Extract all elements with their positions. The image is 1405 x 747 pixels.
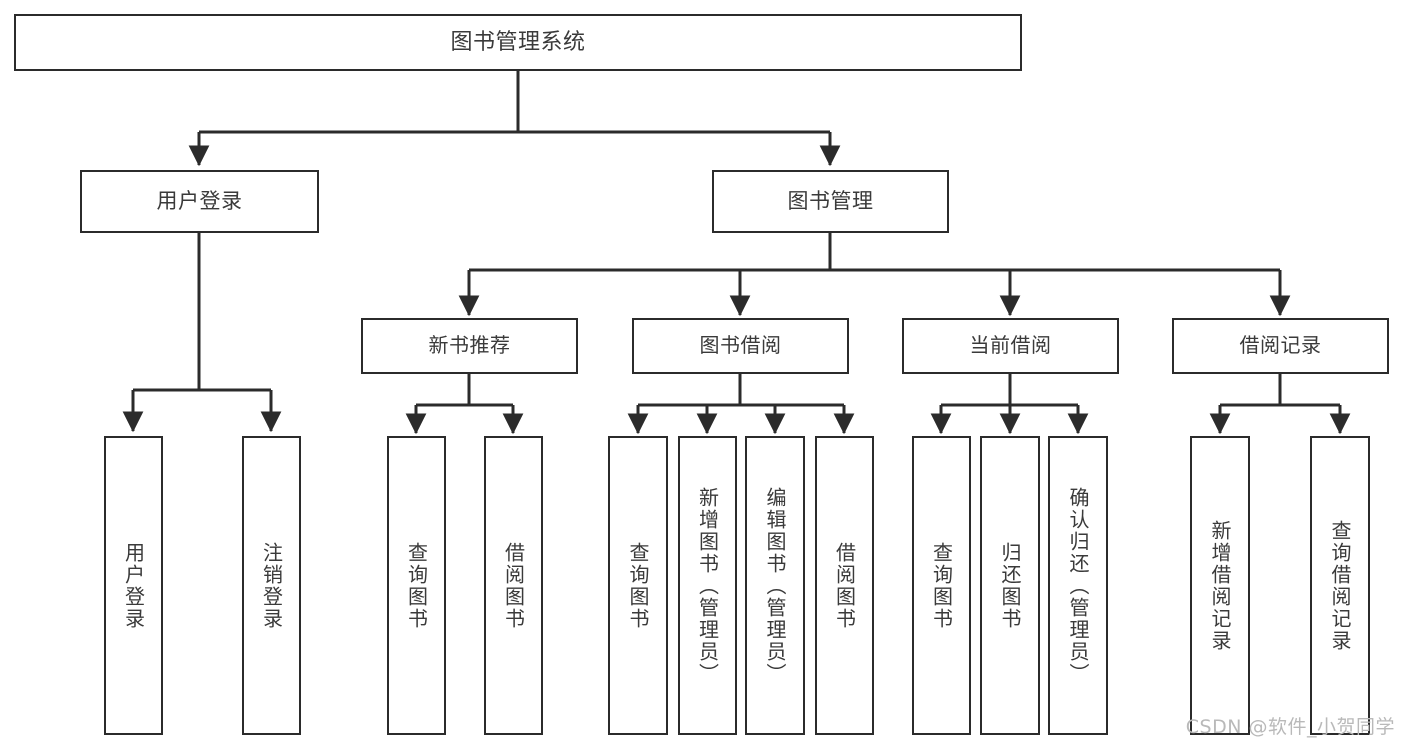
node-borrow-record-label: 借阅记录 (1239, 333, 1322, 358)
node-leaf-confirm-return-admin-label: 确认归还（管理员） (1066, 486, 1090, 685)
node-current-borrow-label: 当前借阅 (969, 333, 1052, 358)
node-leaf-borrow-book-recommend-label: 借阅图书 (501, 541, 526, 630)
node-book-management[interactable]: 图书管理 (712, 170, 949, 233)
node-root-system-label: 图书管理系统 (450, 29, 586, 55)
node-leaf-user-login-label: 用户登录 (121, 541, 146, 630)
node-user-login-label: 用户登录 (156, 189, 243, 214)
node-new-book-recommend[interactable]: 新书推荐 (361, 318, 578, 374)
node-leaf-query-book-borrow[interactable]: 查询图书 (608, 436, 668, 735)
node-leaf-query-book-recommend[interactable]: 查询图书 (387, 436, 446, 735)
node-new-book-recommend-label: 新书推荐 (428, 333, 511, 358)
node-leaf-add-book-admin[interactable]: 新增图书（管理员） (678, 436, 737, 735)
node-current-borrow[interactable]: 当前借阅 (902, 318, 1119, 374)
node-leaf-return-book-label: 归还图书 (998, 541, 1022, 630)
csdn-watermark: CSDN @软件_小贺同学 (1185, 716, 1395, 738)
node-leaf-query-book-borrow-label: 查询图书 (626, 541, 650, 630)
node-leaf-query-book-recommend-label: 查询图书 (404, 541, 429, 630)
node-leaf-query-book-current-label: 查询图书 (929, 541, 954, 630)
node-book-borrow-label: 图书借阅 (699, 333, 782, 358)
node-leaf-confirm-return-admin[interactable]: 确认归还（管理员） (1048, 436, 1108, 735)
node-leaf-borrow-book-recommend[interactable]: 借阅图书 (484, 436, 543, 735)
node-leaf-query-borrow-record[interactable]: 查询借阅记录 (1310, 436, 1370, 735)
node-leaf-edit-book-admin-label: 编辑图书（管理员） (763, 486, 787, 685)
node-leaf-add-borrow-record-label: 新增借阅记录 (1208, 519, 1232, 652)
node-root-system[interactable]: 图书管理系统 (14, 14, 1022, 71)
node-book-borrow[interactable]: 图书借阅 (632, 318, 849, 374)
node-leaf-add-borrow-record[interactable]: 新增借阅记录 (1190, 436, 1250, 735)
node-leaf-borrow-book[interactable]: 借阅图书 (815, 436, 874, 735)
node-leaf-return-book[interactable]: 归还图书 (980, 436, 1040, 735)
node-borrow-record[interactable]: 借阅记录 (1172, 318, 1389, 374)
node-leaf-user-login[interactable]: 用户登录 (104, 436, 163, 735)
node-leaf-add-book-admin-label: 新增图书（管理员） (695, 486, 720, 685)
node-leaf-query-borrow-record-label: 查询借阅记录 (1328, 519, 1352, 652)
node-leaf-edit-book-admin[interactable]: 编辑图书（管理员） (745, 436, 805, 735)
node-user-login[interactable]: 用户登录 (80, 170, 319, 233)
node-book-management-label: 图书管理 (787, 189, 874, 214)
node-leaf-query-book-current[interactable]: 查询图书 (912, 436, 971, 735)
node-leaf-borrow-book-label: 借阅图书 (832, 541, 857, 630)
node-leaf-logout-label: 注销登录 (259, 541, 284, 630)
node-leaf-logout[interactable]: 注销登录 (242, 436, 301, 735)
